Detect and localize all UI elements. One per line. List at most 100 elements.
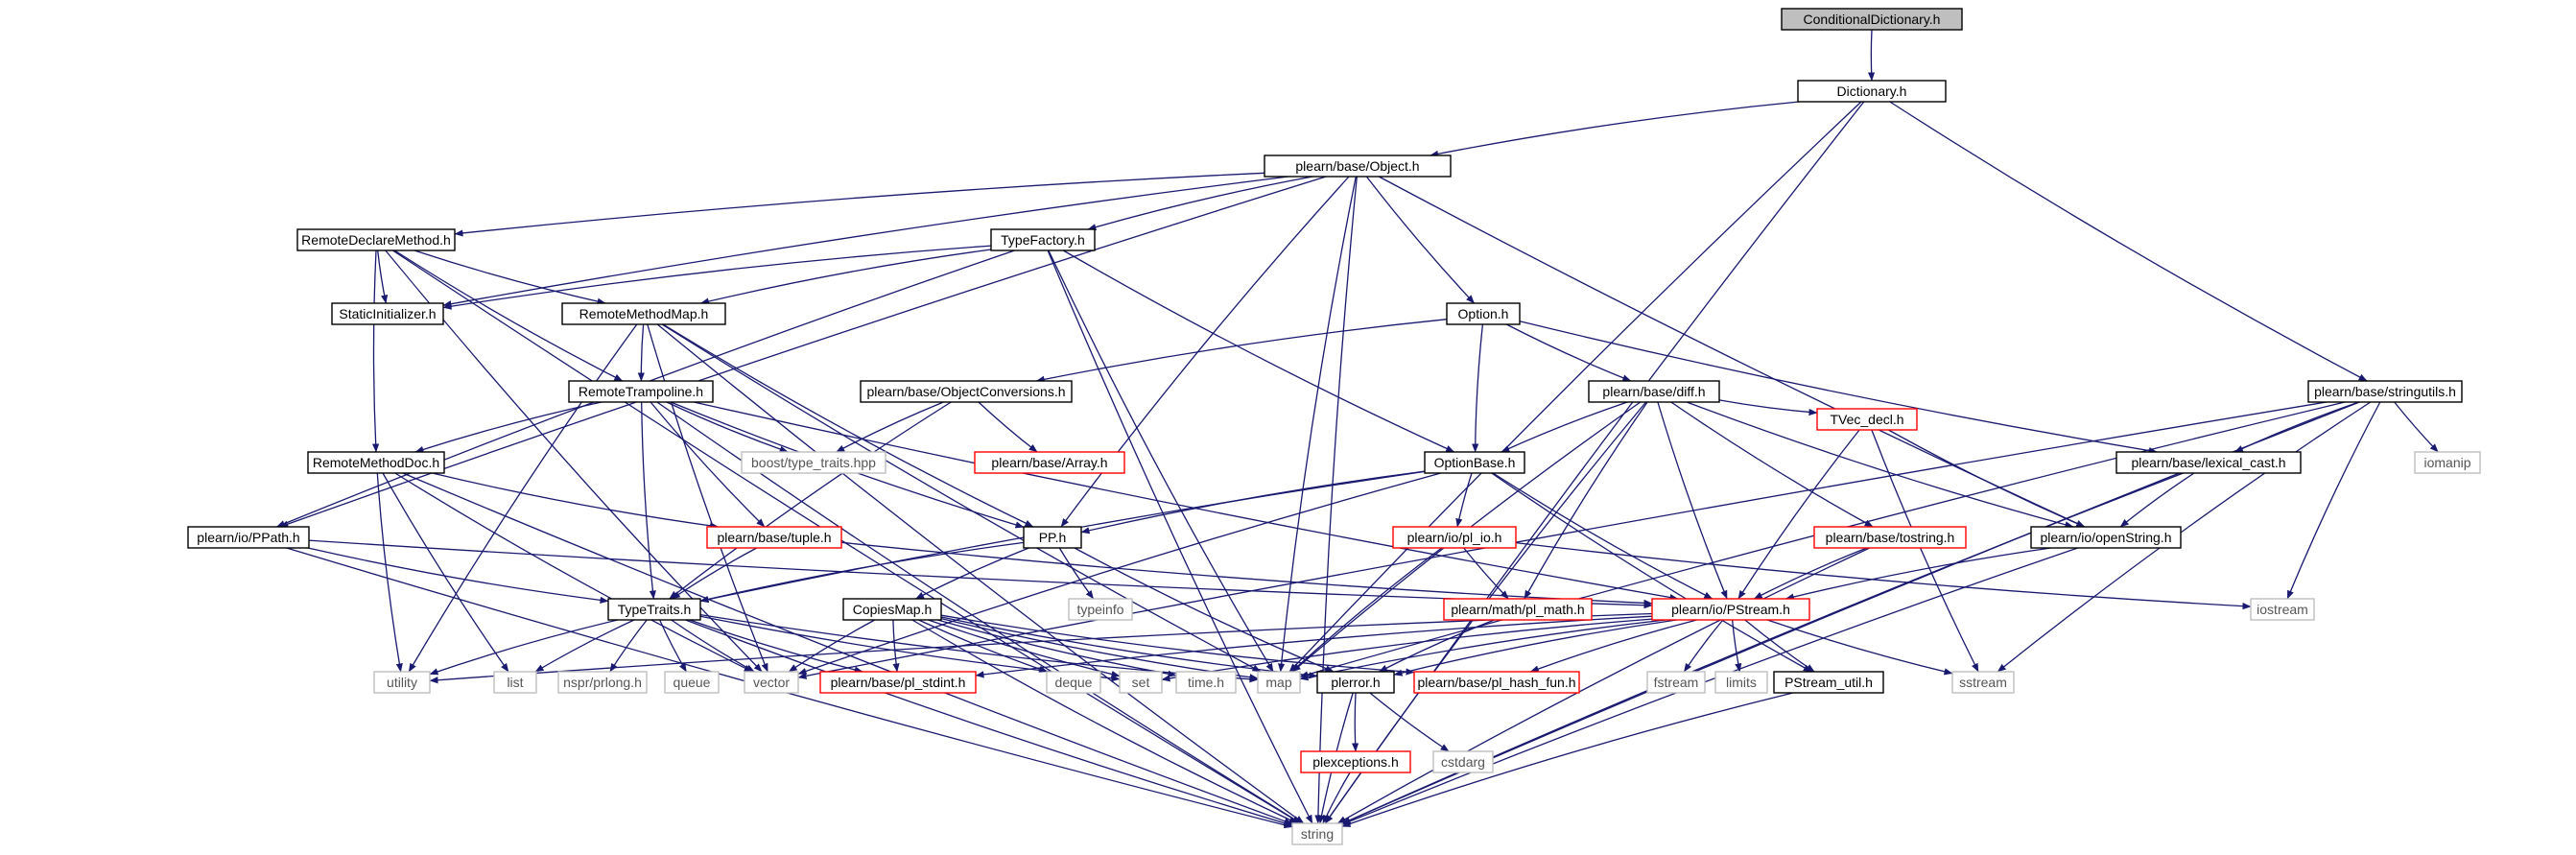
edge-openstring-to-pstream — [1784, 547, 2051, 601]
node-tostring[interactable]: plearn/base/tostring.h — [1813, 526, 1967, 549]
edge-plerror-to-plexc — [1351, 692, 1359, 752]
node-box — [1316, 671, 1395, 694]
edge-dict-to-stringutils — [1889, 101, 2368, 382]
node-rmd[interactable]: RemoteMethodDoc.h — [307, 451, 445, 474]
node-box — [2115, 451, 2302, 474]
edge-pp-to-typetraits — [699, 541, 1025, 603]
edge-pstream-to-fstream — [1683, 619, 1724, 673]
node-stringutils[interactable]: plearn/base/stringutils.h — [2307, 380, 2463, 403]
node-box — [568, 380, 714, 403]
node-box — [1432, 750, 1494, 773]
edge-object-to-option — [1365, 176, 1476, 304]
edge-diff-to-tostring — [1670, 401, 1874, 528]
node-label: plearn/base/diff.h — [1602, 384, 1705, 399]
edge-typetraits-to-string — [685, 619, 1293, 827]
node-box — [1023, 526, 1082, 549]
node-box — [331, 302, 444, 325]
node-label: RemoteDeclareMethod.h — [301, 232, 451, 248]
node-box — [1651, 598, 1810, 621]
edge-pl_io-to-plmath — [1463, 547, 1509, 600]
edge-pstream-to-limits — [1731, 619, 1742, 673]
node-tvec[interactable]: TVec_decl.h — [1816, 408, 1918, 431]
node-cond: ConditionalDictionary.h — [1781, 8, 1963, 31]
edge-rdm-to-si — [377, 249, 389, 304]
node-plerror[interactable]: plerror.h — [1316, 671, 1395, 694]
edge-copiesmap-to-stdint — [892, 619, 900, 673]
node-box — [1781, 8, 1963, 31]
node-label: plearn/io/PPath.h — [197, 530, 299, 545]
node-label: plearn/math/pl_math.h — [1451, 602, 1584, 617]
node-box — [1714, 671, 1768, 694]
node-box — [187, 526, 310, 549]
node-label: map — [1265, 675, 1291, 690]
edge-pstream-to-hashfun — [1529, 619, 1697, 673]
edge-diff-to-tvec — [1718, 399, 1818, 416]
node-option[interactable]: Option.h — [1446, 302, 1521, 325]
edge-object-to-map — [1278, 176, 1357, 673]
edge-psutil-to-string — [1341, 692, 1794, 827]
node-diff[interactable]: plearn/base/diff.h — [1588, 380, 1720, 403]
node-rmm[interactable]: RemoteMethodMap.h — [561, 302, 726, 325]
node-object[interactable]: plearn/base/Object.h — [1264, 154, 1452, 178]
node-lexical[interactable]: plearn/base/lexical_cast.h — [2115, 451, 2302, 474]
node-box — [2250, 598, 2315, 621]
node-utility: utility — [373, 671, 431, 694]
node-stdint[interactable]: plearn/base/pl_stdint.h — [819, 671, 977, 694]
node-vector: vector — [744, 671, 799, 694]
node-label: OptionBase.h — [1434, 455, 1516, 470]
node-box — [1291, 822, 1343, 845]
edge-object-to-rdm — [454, 172, 1265, 237]
node-label: plearn/base/Object.h — [1295, 158, 1419, 174]
edge-rmd-to-tuple — [432, 472, 719, 530]
node-dict[interactable]: Dictionary.h — [1797, 80, 1947, 103]
node-box — [607, 598, 701, 621]
node-box — [1175, 671, 1237, 694]
node-typeinfo: typeinfo — [1068, 598, 1133, 621]
node-plmath[interactable]: plearn/math/pl_math.h — [1443, 598, 1593, 621]
edge-typetraits-to-utility — [429, 619, 619, 676]
node-box — [1046, 671, 1101, 694]
node-label: RemoteTrampoline.h — [579, 384, 703, 399]
node-box — [1443, 598, 1593, 621]
edge-rdm-to-string — [392, 249, 1301, 824]
edge-diff-to-pstream — [1657, 401, 1728, 600]
node-pstream[interactable]: plearn/io/PStream.h — [1651, 598, 1810, 621]
node-si[interactable]: StaticInitializer.h — [331, 302, 444, 325]
edge-pstream-to-set — [1161, 618, 1653, 682]
node-pp[interactable]: PP.h — [1023, 526, 1082, 549]
node-box — [307, 451, 445, 474]
node-box — [1816, 408, 1918, 431]
node-box — [1068, 598, 1133, 621]
node-array[interactable]: plearn/base/Array.h — [974, 451, 1125, 474]
node-openstring[interactable]: plearn/io/openString.h — [2030, 526, 2182, 549]
node-box — [1300, 750, 1411, 773]
node-pl_io[interactable]: plearn/io/pl_io.h — [1392, 526, 1517, 549]
edge-pstream-to-psutil — [1744, 619, 1815, 673]
node-box — [557, 671, 648, 694]
node-optbase[interactable]: OptionBase.h — [1424, 451, 1525, 474]
node-tuple[interactable]: plearn/base/tuple.h — [706, 526, 842, 549]
node-hashfun[interactable]: plearn/base/pl_hash_fun.h — [1413, 671, 1580, 694]
node-ppath[interactable]: plearn/io/PPath.h — [187, 526, 310, 549]
edge-dict-to-object — [1430, 101, 1800, 157]
node-label: PP.h — [1039, 530, 1067, 545]
node-copiesmap[interactable]: CopiesMap.h — [842, 598, 942, 621]
node-psutil[interactable]: PStream_util.h — [1773, 671, 1884, 694]
node-label: vector — [753, 675, 790, 690]
node-rt[interactable]: RemoteTrampoline.h — [568, 380, 714, 403]
node-tf[interactable]: TypeFactory.h — [990, 228, 1096, 251]
node-rdm[interactable]: RemoteDeclareMethod.h — [296, 228, 456, 251]
node-oc[interactable]: plearn/base/ObjectConversions.h — [860, 380, 1073, 403]
node-label: boost/type_traits.hpp — [751, 455, 876, 470]
node-plexc[interactable]: plexceptions.h — [1300, 750, 1411, 773]
node-label: plearn/base/stringutils.h — [2314, 384, 2456, 399]
edge-typetraits-to-vector — [671, 619, 755, 673]
node-typetraits[interactable]: TypeTraits.h — [607, 598, 701, 621]
node-label: plearn/io/PStream.h — [1671, 602, 1790, 617]
edge-copiesmap-to-plerror — [940, 616, 1318, 679]
edge-tf-to-optbase — [1062, 249, 1455, 453]
edge-optbase-to-pp — [1080, 470, 1426, 534]
node-label: typeinfo — [1076, 602, 1123, 617]
node-label: TypeFactory.h — [1001, 232, 1085, 248]
